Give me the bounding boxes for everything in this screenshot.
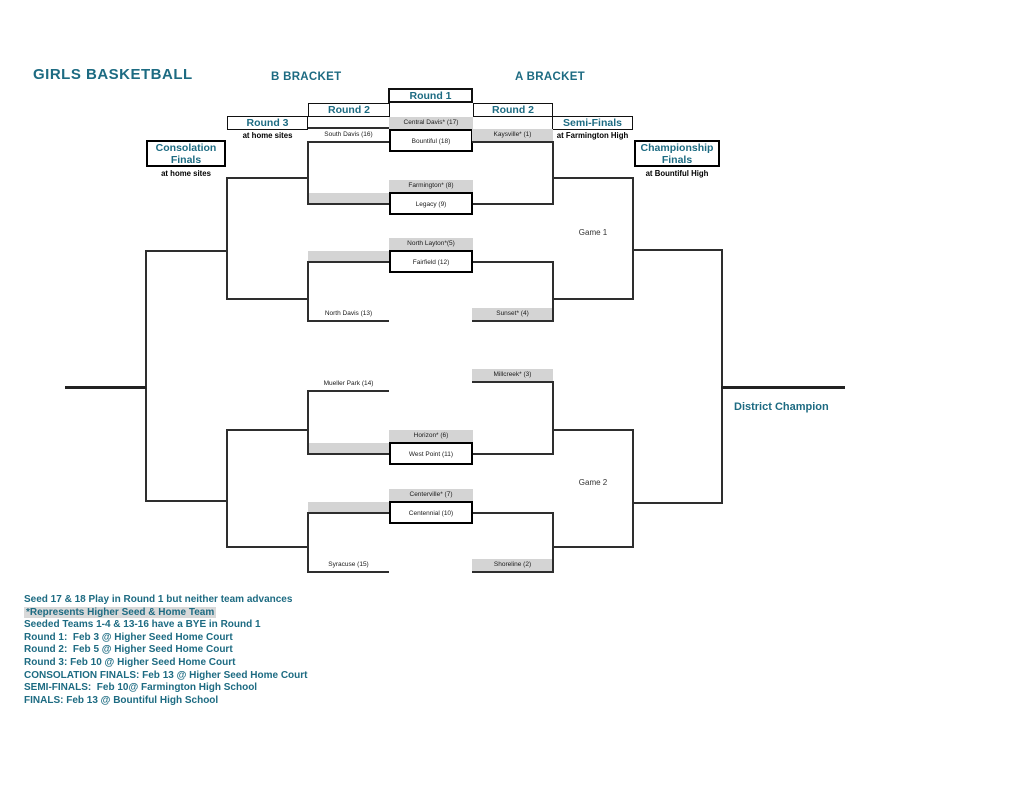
round1-header: Round 1 [388, 88, 473, 103]
consolation-finals-line2: Finals [170, 153, 202, 166]
round3-winner-line [146, 250, 227, 252]
team-slot-millcreek: Millcreek* (3) [472, 369, 553, 381]
note-line: Round 1: Feb 3 @ Higher Seed Home Court [24, 631, 233, 643]
consolation-finals-box: Consolation Finals [146, 140, 226, 167]
note-line: Round 2: Feb 5 @ Higher Seed Home Court [24, 644, 233, 656]
championship-bracket-line [721, 249, 723, 504]
team-slot-farmington: Farmington* (8) [389, 180, 473, 192]
note-line-highlighted: *Represents Higher Seed & Home Team [24, 606, 217, 618]
team-line-kaysville [472, 141, 553, 143]
consolation-champion-line [65, 386, 146, 389]
team-line-shoreline [472, 571, 553, 573]
team-name-south-davis: South Davis (16) [324, 131, 373, 138]
team-slot-shoreline: Shoreline (2) [472, 559, 553, 571]
consolation-finals-subtitle: at home sites [161, 169, 211, 178]
team-line-millcreek [472, 381, 553, 383]
seed17-18-loser-line [308, 127, 389, 129]
note-line: FINALS: Feb 13 @ Bountiful High School [24, 694, 219, 706]
a-bracket-label: A BRACKET [515, 71, 585, 83]
loser-line-layton-fairfield [308, 261, 389, 263]
bracket-line [553, 298, 634, 300]
championship-finals-box: Championship Finals [634, 140, 720, 167]
consolation-bracket-line [145, 250, 147, 502]
loser-band-farmington-legacy [308, 193, 389, 203]
note-line: Round 3: Feb 10 @ Higher Seed Home Court [24, 656, 236, 668]
note-line: Seed 17 & 18 Play in Round 1 but neither… [24, 594, 293, 605]
semifinals-subtitle: at Farmington High [556, 131, 629, 140]
team-name-north-davis: North Davis (13) [324, 310, 373, 317]
loser-band-centerville-centennial [308, 502, 389, 512]
round2-b-header: Round 2 [308, 103, 390, 117]
loser-line-centerville-centennial [308, 512, 389, 514]
game1-bracket-line [632, 177, 634, 300]
game2-label: Game 2 [578, 478, 608, 487]
championship-finals-subtitle: at Bountiful High [645, 169, 709, 178]
page-title: GIRLS BASKETBALL [33, 66, 193, 83]
round3-header: Round 3 [227, 116, 308, 130]
bracket-line [307, 512, 309, 573]
bracket-line [553, 177, 634, 179]
winner-line-centennial-match [473, 512, 553, 514]
bracket-line [552, 512, 554, 573]
bracket-line [227, 298, 308, 300]
game2-winner-line [633, 502, 723, 504]
team-slot-central-davis: Central Davis* (17) [389, 117, 473, 129]
note-line: SEMI-FINALS: Feb 10@ Farmington High Sch… [24, 682, 258, 694]
b-bracket-label: B BRACKET [271, 71, 342, 83]
game1-winner-line [633, 249, 723, 251]
team-slot-sunset: Sunset* (4) [472, 308, 553, 320]
bracket-line [553, 429, 634, 431]
team-line-syracuse [308, 571, 389, 573]
semifinals-header: Semi-Finals [552, 116, 633, 130]
team-box-west-point: West Point (11) [389, 442, 473, 465]
team-box-fairfield: Fairfield (12) [389, 250, 473, 273]
loser-line-horizon-westpoint [308, 453, 389, 455]
district-champion-label: District Champion [734, 401, 829, 413]
loser-line-farmington-legacy [308, 203, 389, 205]
note-line: CONSOLATION FINALS: Feb 13 @ Higher Seed… [24, 669, 308, 681]
bracket-line [227, 177, 308, 179]
round3-winner-line [146, 500, 227, 502]
bracket-line [307, 141, 309, 205]
note-line: Seeded Teams 1-4 & 13-16 have a BYE in R… [24, 619, 261, 631]
bracket-line [307, 261, 309, 322]
game1-label: Game 1 [578, 228, 608, 237]
team-box-legacy: Legacy (9) [389, 192, 473, 215]
round2-a-header: Round 2 [473, 103, 553, 117]
consolation-finals-line1: Consolation [155, 142, 217, 154]
bracket-line [227, 429, 308, 431]
bracket-line [307, 390, 309, 455]
team-name-mueller-park: Mueller Park (14) [323, 380, 374, 387]
bracket-line [227, 546, 308, 548]
team-line-sunset [472, 320, 553, 322]
loser-band-horizon-westpoint [308, 443, 389, 453]
championship-finals-line1: Championship [640, 142, 714, 154]
team-box-bountiful: Bountiful (18) [389, 129, 473, 152]
team-slot-kaysville: Kaysville* (1) [472, 129, 553, 141]
team-name-syracuse: Syracuse (15) [328, 561, 369, 568]
team-box-centennial: Centennial (10) [389, 501, 473, 524]
winner-line-legacy-match [473, 203, 553, 205]
bracket-line [553, 546, 634, 548]
team-line-south-davis [308, 141, 389, 143]
team-line-north-davis [308, 320, 389, 322]
round3-subtitle: at home sites [242, 131, 293, 140]
bracket-line [552, 381, 554, 455]
bracket-line [552, 261, 554, 322]
footnotes: Seed 17 & 18 Play in Round 1 but neither… [24, 594, 307, 707]
round3-bracket-line [226, 429, 228, 548]
winner-line-westpoint-match [473, 453, 553, 455]
team-slot-north-layton: North Layton*(5) [389, 238, 473, 250]
game2-bracket-line [632, 429, 634, 548]
bracket-line [552, 141, 554, 205]
loser-band-layton-fairfield [308, 251, 389, 261]
district-champion-line [721, 386, 845, 389]
championship-finals-line2: Finals [661, 153, 693, 166]
team-slot-horizon: Horizon* (6) [389, 430, 473, 442]
winner-line-fairfield-match [473, 261, 553, 263]
team-line-mueller-park [308, 390, 389, 392]
team-slot-centerville: Centerville* (7) [389, 489, 473, 501]
round3-bracket-line [226, 177, 228, 300]
